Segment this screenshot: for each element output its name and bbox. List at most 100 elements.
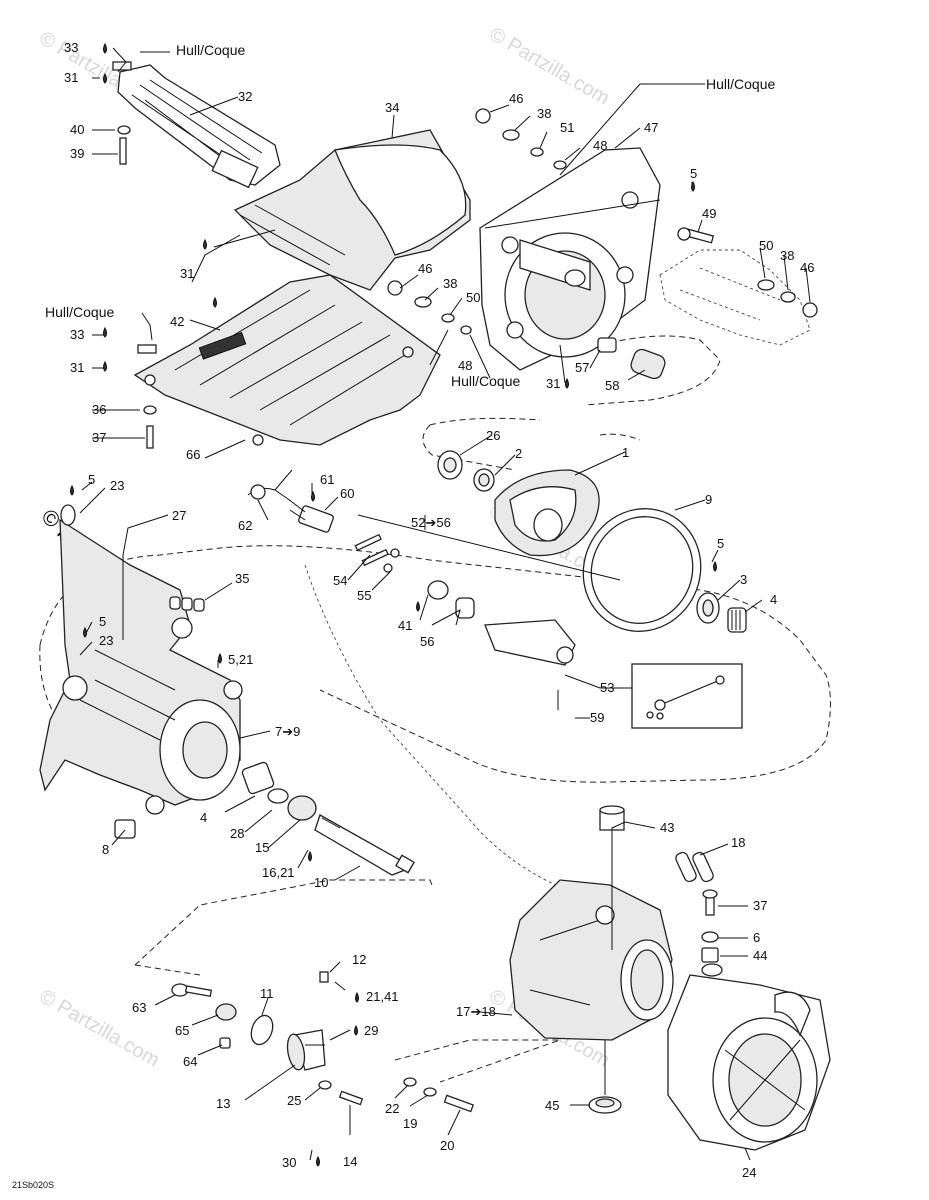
callout-29: 29	[364, 1023, 378, 1038]
callout-labels: 33 31 32 40 39 34 46 38 51 48 47 5 49 50…	[64, 40, 814, 1180]
part-8-insert	[114, 819, 136, 839]
callout-66: 66	[186, 447, 200, 462]
part-49-stud	[677, 227, 715, 244]
callout-13: 13	[216, 1096, 230, 1111]
callout-27: 27	[172, 508, 186, 523]
part-hull-bracket-right	[659, 249, 811, 346]
callout-55: 55	[357, 588, 371, 603]
callout-22: 22	[385, 1101, 399, 1116]
callout-18: 18	[731, 835, 745, 850]
hull-label: Hull/Coque	[706, 76, 775, 92]
callout-58: 58	[605, 378, 619, 393]
part-18-pins	[675, 851, 714, 883]
part-1-impeller	[494, 469, 600, 557]
callout-1: 1	[622, 445, 629, 460]
callout-7-9: 7➔9	[275, 724, 300, 739]
callout-47: 47	[644, 120, 658, 135]
part-56-linkage	[427, 580, 576, 666]
part-26-2-bearings	[437, 450, 495, 492]
part-12-25-14-hardware	[318, 971, 364, 1106]
callout-31: 31	[64, 70, 78, 85]
callout-57: 57	[575, 360, 589, 375]
drawing-code: 21Sb020S	[12, 1180, 54, 1190]
hardware-top	[112, 61, 818, 449]
callout-4: 4	[200, 810, 207, 825]
part-24-nozzle	[667, 963, 831, 1151]
bolt-group-outline	[394, 1039, 561, 1083]
callout-31: 31	[546, 376, 560, 391]
callout-5: 5	[99, 614, 106, 629]
leader-lines	[79, 47, 811, 1161]
callout-9: 9	[705, 492, 712, 507]
callout-35: 35	[235, 571, 249, 586]
part-4-28-15-10-shaft	[241, 761, 415, 876]
callout-51: 51	[560, 120, 574, 135]
callout-14: 14	[343, 1154, 357, 1169]
callout-28: 28	[230, 826, 244, 841]
callout-17-18: 17➔18	[456, 1004, 496, 1019]
callout-15: 15	[255, 840, 269, 855]
callout-33: 33	[70, 327, 84, 342]
part-32-intake-grate	[117, 64, 281, 189]
callout-46: 46	[418, 261, 432, 276]
part-17-venturi	[509, 879, 674, 1041]
hull-label: Hull/Coque	[451, 373, 520, 389]
callout-40: 40	[70, 122, 84, 137]
part-47-pump-support-plate	[479, 147, 661, 371]
part-35-shims	[169, 596, 205, 612]
hull-label: Hull/Coque	[176, 42, 245, 58]
watermark: © Partzilla.com	[486, 23, 614, 109]
callout-34: 34	[385, 100, 399, 115]
callout-37: 37	[92, 430, 106, 445]
part-63-65-64-sensor	[171, 983, 237, 1049]
callout-38: 38	[537, 106, 551, 121]
callout-6: 6	[753, 930, 760, 945]
callout-19: 19	[403, 1116, 417, 1131]
part-13-cone	[286, 1029, 326, 1071]
callout-46: 46	[509, 91, 523, 106]
callout-12: 12	[352, 952, 366, 967]
callout-56: 56	[420, 634, 434, 649]
callout-32: 32	[238, 89, 252, 104]
callout-23: 23	[99, 633, 113, 648]
part-60-62-connectors	[247, 469, 334, 533]
callout-54: 54	[333, 573, 347, 588]
callout-4: 4	[770, 592, 777, 607]
callout-64: 64	[183, 1054, 197, 1069]
callout-45: 45	[545, 1098, 559, 1113]
nozzle-group-outline	[134, 879, 433, 976]
callout-37: 37	[753, 898, 767, 913]
callout-24: 24	[742, 1165, 756, 1180]
callout-8: 8	[102, 842, 109, 857]
callout-38: 38	[780, 248, 794, 263]
callout-38: 38	[443, 276, 457, 291]
part-3-4-seal-bearing	[696, 592, 747, 633]
callout-60: 60	[340, 486, 354, 501]
callout-5: 5	[88, 472, 95, 487]
callout-42: 42	[170, 314, 184, 329]
callout-49: 49	[702, 206, 716, 221]
callout-59: 59	[590, 710, 604, 725]
callout-44: 44	[753, 948, 767, 963]
callout-31: 31	[180, 266, 194, 281]
callout-11: 11	[260, 986, 274, 1001]
callout-65: 65	[175, 1023, 189, 1038]
callout-50: 50	[466, 290, 480, 305]
callout-2: 2	[515, 446, 522, 461]
callout-10: 10	[314, 875, 328, 890]
callout-46: 46	[800, 260, 814, 275]
callout-48: 48	[458, 358, 472, 373]
part-9-wear-ring	[582, 508, 702, 632]
hull-plate-outline	[584, 335, 721, 406]
part-66-ride-plate	[133, 274, 441, 446]
reference-line	[304, 564, 611, 906]
part-34-intake-duct	[233, 129, 471, 291]
callout-3: 3	[740, 572, 747, 587]
callout-63: 63	[132, 1000, 146, 1015]
callout-25: 25	[287, 1093, 301, 1108]
callout-26: 26	[486, 428, 500, 443]
callout-39: 39	[70, 146, 84, 161]
hull-labels: Hull/Coque Hull/Coque Hull/Coque Hull/Co…	[45, 42, 775, 389]
callout-33: 33	[64, 40, 78, 55]
